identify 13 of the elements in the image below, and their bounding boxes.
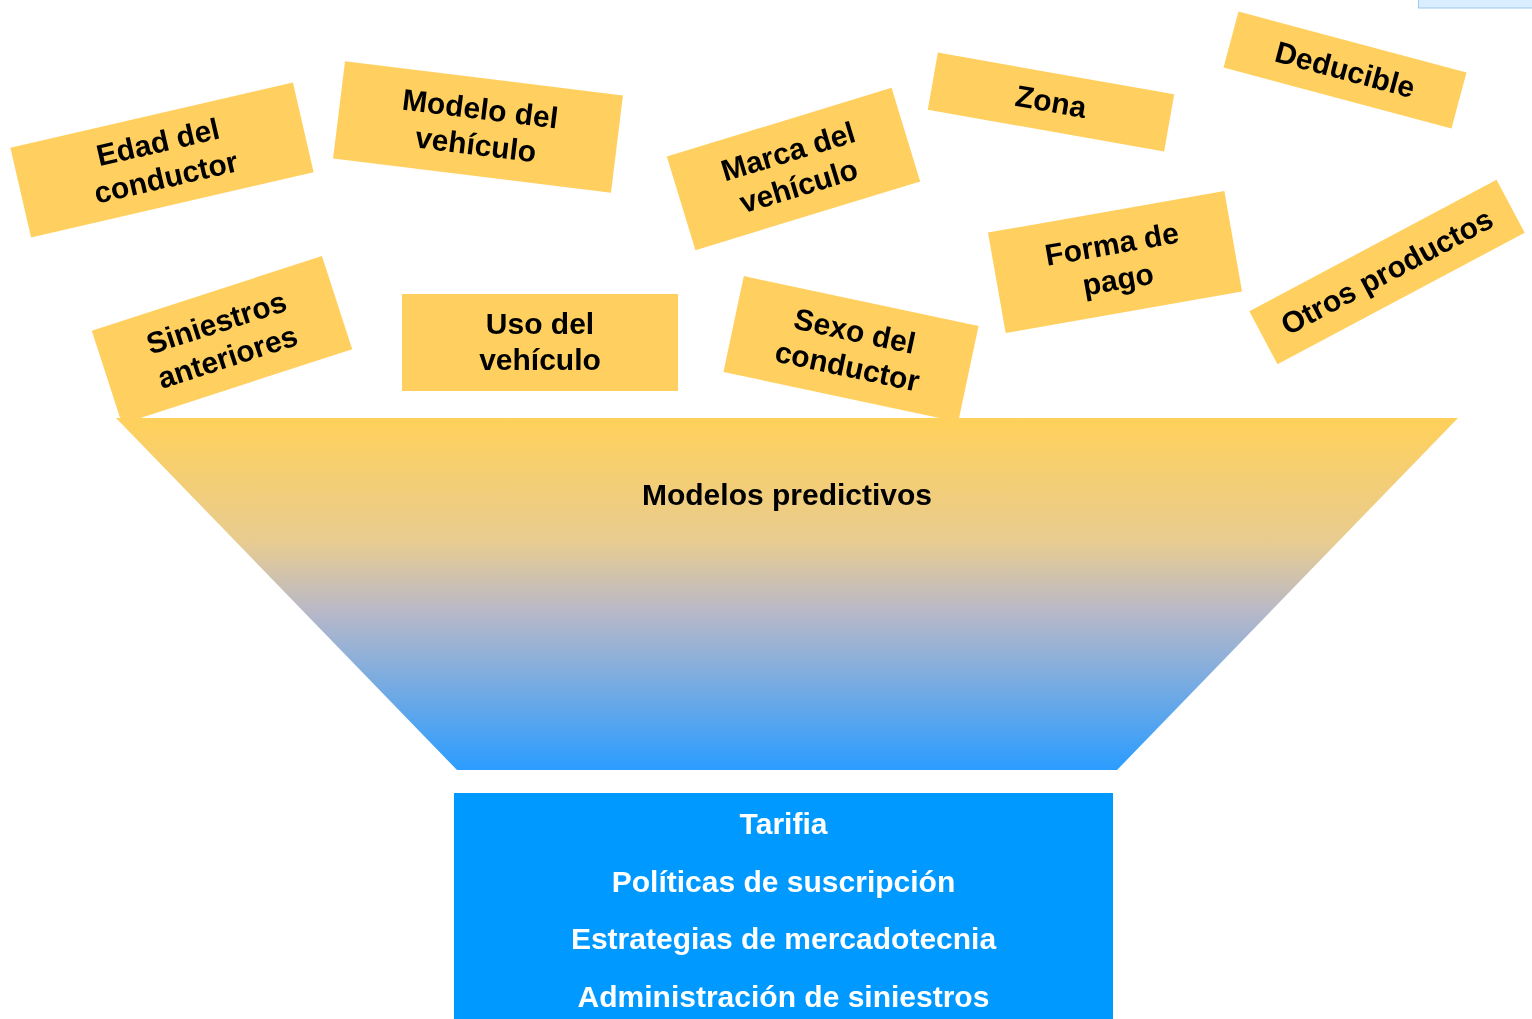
factor-card: Zona (927, 52, 1175, 152)
factor-card: Sexo del conductor (723, 276, 979, 422)
output-item: Políticas de suscripción (611, 864, 956, 898)
factor-card: Forma de pago (987, 190, 1243, 334)
output-item: Administración de siniestros (577, 979, 990, 1013)
factor-card: Uso del vehículo (402, 293, 678, 391)
factor-card: Edad del conductor (10, 82, 314, 238)
funnel-label: Modelos predictivos (641, 478, 933, 511)
output-panel (454, 793, 1113, 1019)
factor-card: Marca del vehículo (666, 87, 920, 251)
output-item: Tarifia (739, 807, 828, 840)
factor-card: Modelo del vehículo (333, 61, 623, 193)
output-item: Estrategias de mercadotecnia (570, 922, 997, 955)
